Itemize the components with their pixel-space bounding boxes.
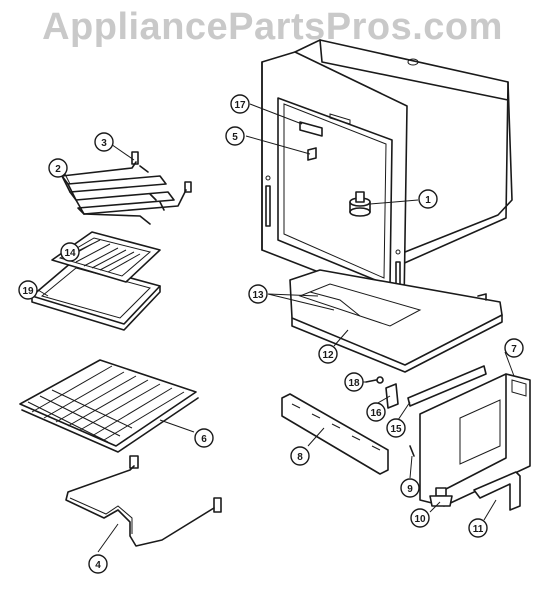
callout-3: 3 <box>94 132 114 152</box>
svg-text:6: 6 <box>201 434 207 445</box>
callout-19: 19 <box>18 280 38 300</box>
svg-text:8: 8 <box>297 452 303 463</box>
bake-element <box>65 455 222 547</box>
oven-rack <box>19 359 199 453</box>
callout-9: 9 <box>400 478 420 498</box>
svg-text:9: 9 <box>407 484 413 495</box>
svg-text:1: 1 <box>425 195 431 206</box>
callout-5: 5 <box>225 126 245 146</box>
svg-text:15: 15 <box>390 424 402 435</box>
leader-lines <box>37 103 515 553</box>
broil-element <box>61 151 192 225</box>
callout-15: 15 <box>386 418 406 438</box>
callout-1: 1 <box>418 189 438 209</box>
callout-6: 6 <box>194 428 214 448</box>
svg-text:11: 11 <box>473 524 484 535</box>
svg-text:3: 3 <box>101 138 107 149</box>
svg-text:2: 2 <box>55 164 61 175</box>
callout-10: 10 <box>410 508 430 528</box>
svg-text:18: 18 <box>348 378 360 389</box>
storage-drawer-parts <box>281 365 531 511</box>
svg-text:10: 10 <box>414 514 426 525</box>
callout-16: 16 <box>366 402 386 422</box>
broil-pan <box>31 231 161 331</box>
svg-text:13: 13 <box>252 290 264 301</box>
callout-8: 8 <box>290 446 310 466</box>
callout-18: 18 <box>344 372 364 392</box>
svg-text:5: 5 <box>232 132 238 143</box>
svg-text:4: 4 <box>95 560 101 571</box>
callout-13: 13 <box>248 284 268 304</box>
svg-text:19: 19 <box>22 286 34 297</box>
callout-7: 7 <box>504 338 524 358</box>
svg-text:7: 7 <box>511 344 517 355</box>
watermark-text: AppliancePartsPros.com <box>42 6 503 48</box>
oven-bottom-panel <box>289 269 503 373</box>
callout-4: 4 <box>88 554 108 574</box>
callout-17: 17 <box>230 94 250 114</box>
oven-cavity <box>261 39 513 306</box>
svg-text:17: 17 <box>234 100 246 111</box>
callout-12: 12 <box>318 344 338 364</box>
svg-text:14: 14 <box>64 248 76 259</box>
callout-14: 14 <box>60 242 80 262</box>
svg-text:16: 16 <box>370 408 382 419</box>
callout-11: 11 <box>468 518 488 538</box>
svg-text:12: 12 <box>322 350 334 361</box>
callout-2: 2 <box>48 158 68 178</box>
